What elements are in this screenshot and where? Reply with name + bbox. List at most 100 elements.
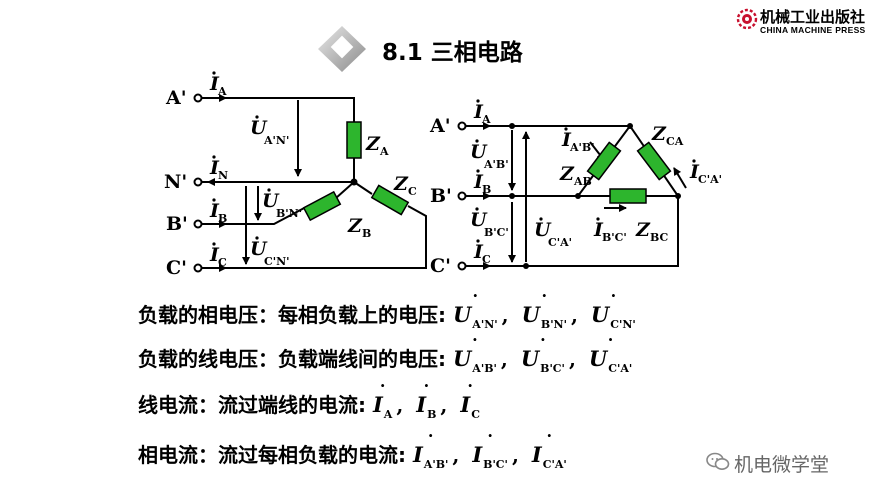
- voltage-ucn: U: [250, 238, 268, 260]
- phase-current-iab-sub: A'B': [569, 141, 595, 154]
- definition-label: 负载的线电压：负载端线间的电压:: [138, 347, 446, 371]
- publisher-name-en: CHINA MACHINE PRESS: [760, 25, 866, 35]
- terminal-a2: [457, 121, 467, 131]
- current-ib2: I: [473, 171, 484, 193]
- junction-2: [509, 193, 515, 199]
- phase-current-ica: I: [689, 161, 700, 183]
- load-label-za-sub: A: [379, 145, 389, 158]
- phasor-dot-icon: [564, 127, 568, 131]
- current-ia2-sub: A: [481, 113, 491, 126]
- page-title: 8.1 三相电路: [382, 40, 523, 66]
- load-zc: [370, 184, 410, 216]
- definition-label: 负载的相电压：每相负载上的电压:: [138, 303, 446, 327]
- node-label-a: A': [165, 87, 187, 109]
- phasor-dot-icon: [692, 159, 696, 163]
- phase-current-ica-sub: C'A': [698, 173, 722, 186]
- voltage-uab: U: [470, 141, 488, 163]
- definition-phase-current: 相电流：流过每相负载的电流: ·IA'B', ·IB'C', ·IC'A': [138, 428, 567, 472]
- node-label-b: B': [166, 213, 188, 235]
- diamond-bullet-icon: [318, 26, 366, 72]
- node-label-c2: C': [430, 255, 451, 277]
- current-ib2-sub: B: [482, 183, 491, 196]
- load-zb: [302, 190, 342, 222]
- node-label-n: N': [164, 171, 187, 193]
- phasor-dot-icon: [475, 207, 479, 211]
- wechat-icon: [706, 452, 730, 470]
- current-ia-sub: A: [217, 85, 227, 98]
- symbol-u: ·UC'N': [590, 286, 636, 332]
- current-ib-sub: B: [218, 212, 227, 225]
- load-label-zab: Z: [559, 163, 575, 185]
- symbol-u: ·UB'N': [521, 286, 567, 332]
- terminal-b: [193, 219, 203, 229]
- current-in-sub: N: [218, 169, 228, 182]
- definition-line-voltage: 负载的线电压：负载端线间的电压: ·UA'B', ·UB'C', ·UC'A': [138, 332, 632, 376]
- delta-node-b: [575, 193, 581, 199]
- voltage-ubn: U: [262, 190, 280, 212]
- current-ic-sub: C: [218, 256, 227, 269]
- symbol-u: ·UC'A': [588, 330, 633, 376]
- junction-1: [509, 123, 515, 129]
- voltage-uan-sub: A'N': [263, 134, 289, 147]
- phasor-dot-icon: [212, 198, 216, 202]
- load-label-zab-sub: AB: [573, 175, 592, 188]
- delta-node-a: [627, 123, 633, 129]
- load-label-zc: Z: [393, 173, 409, 195]
- symbol-i: ·IA'B': [412, 426, 449, 472]
- voltage-ubc-sub: B'C': [484, 226, 509, 239]
- load-zca: [636, 141, 672, 181]
- phasor-dot-icon: [539, 217, 543, 221]
- current-ic2: I: [473, 241, 484, 263]
- load-zab: [586, 141, 622, 181]
- voltage-uan: U: [250, 117, 268, 139]
- symbol-i: ·IB'C': [472, 426, 508, 472]
- phase-current-ibc-sub: B'C': [602, 231, 627, 244]
- phasor-dot-icon: [475, 139, 479, 143]
- terminal-c2: [457, 261, 467, 271]
- node-label-a2: A': [429, 115, 451, 137]
- load-label-zc-sub: C: [408, 185, 417, 198]
- phasor-dot-icon: [212, 155, 216, 159]
- junction-3: [523, 263, 529, 269]
- load-label-zbc: Z: [635, 219, 651, 241]
- current-ib: I: [209, 200, 220, 222]
- terminal-b2: [457, 191, 467, 201]
- load-label-zca: Z: [651, 123, 667, 145]
- symbol-i: ·IC: [460, 376, 480, 422]
- watermark-text: 机电微学堂: [734, 454, 830, 476]
- current-ia2: I: [473, 101, 484, 123]
- symbol-i: ·IC'A': [531, 426, 567, 472]
- definition-label: 相电流：流过每相负载的电流:: [138, 443, 406, 467]
- current-ic: I: [209, 244, 220, 266]
- definition-label: 线电流：流过端线的电流:: [138, 393, 366, 417]
- phasor-dot-icon: [476, 239, 480, 243]
- voltage-uca-sub: C'A': [548, 236, 572, 249]
- load-label-zca-sub: CA: [666, 135, 684, 148]
- delta-node-c: [675, 193, 681, 199]
- load-zbc: [609, 188, 647, 204]
- phasor-dot-icon: [255, 236, 259, 240]
- load-label-zbc-sub: BC: [650, 231, 669, 244]
- publisher-logo: 机械工业出版社 CHINA MACHINE PRESS: [736, 6, 884, 36]
- voltage-uab-sub: A'B': [483, 158, 509, 171]
- phase-current-ibc: I: [593, 219, 604, 241]
- symbol-i: ·IA: [372, 376, 393, 422]
- circuit-diagram: A' N' B' C' I A I N I B I C U A'N' U B'N…: [164, 71, 722, 279]
- definition-phase-voltage: 负载的相电压：每相负载上的电压: ·UA'N', ·UB'N', ·UC'N': [138, 288, 636, 332]
- voltage-ucn-sub: C'N': [264, 255, 290, 268]
- voltage-uca: U: [534, 219, 552, 241]
- neutral-node: [350, 178, 358, 186]
- voltage-ubn-sub: B'N': [276, 207, 302, 220]
- phasor-dot-icon: [476, 169, 480, 173]
- symbol-i: ·IB: [416, 376, 437, 422]
- gear-logo-icon: [736, 8, 758, 30]
- publisher-name-cn: 机械工业出版社: [760, 8, 866, 26]
- phasor-dot-icon: [212, 242, 216, 246]
- current-in: I: [209, 157, 220, 179]
- phasor-dot-icon: [596, 217, 600, 221]
- node-label-b2: B': [430, 185, 452, 207]
- symbol-u: ·UA'N': [452, 286, 498, 332]
- load-label-zb-sub: B: [362, 227, 371, 240]
- node-label-c: C': [166, 257, 187, 279]
- phasor-dot-icon: [476, 99, 480, 103]
